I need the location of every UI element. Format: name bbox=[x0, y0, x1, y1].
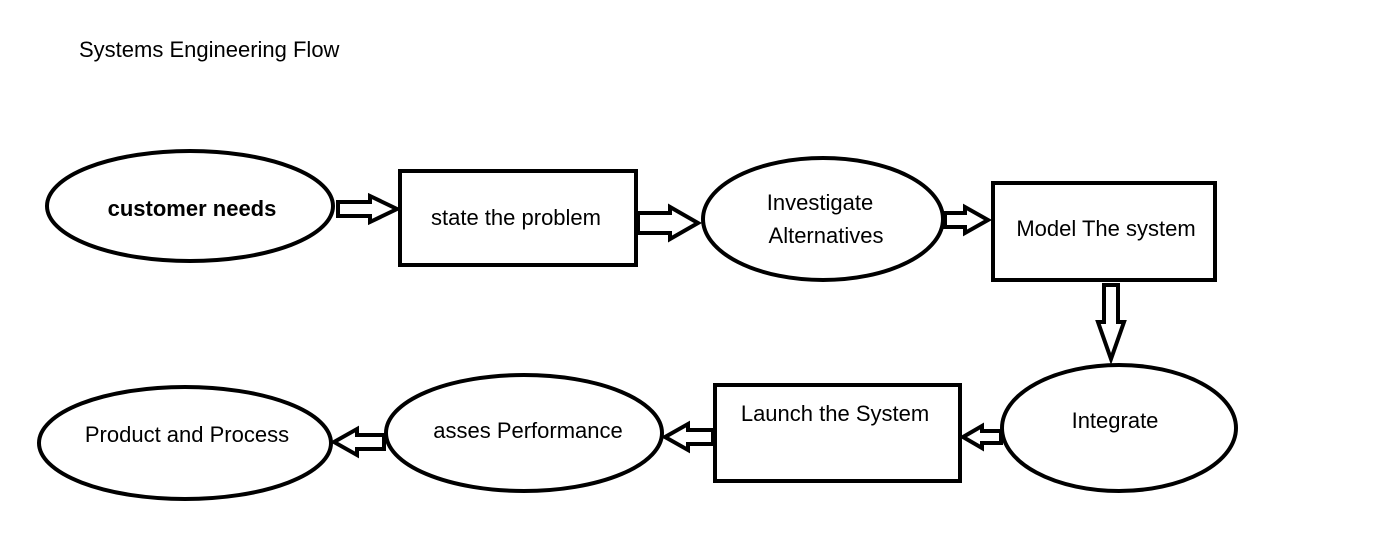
launch-system-box bbox=[713, 383, 962, 483]
node-launch-the-system: Launch the System bbox=[713, 383, 962, 483]
arrow-launch-to-assess bbox=[660, 420, 715, 454]
arrow-model-to-integrate bbox=[1095, 283, 1127, 366]
node-model-the-system: Model The system bbox=[991, 181, 1217, 282]
model-system-box bbox=[991, 181, 1217, 282]
investigate-label-line2: Alternatives bbox=[769, 223, 884, 248]
node-product-and-process: Product and Process bbox=[37, 385, 333, 501]
customer-needs-ellipse bbox=[45, 149, 335, 263]
arrow-investigate-to-model bbox=[943, 203, 993, 237]
node-state-the-problem: state the problem bbox=[398, 169, 638, 267]
node-investigate-alternatives: Investigate Alternatives bbox=[701, 156, 945, 282]
integrate-label: Integrate bbox=[1072, 408, 1159, 433]
state-problem-box bbox=[398, 169, 638, 267]
investigate-ellipse bbox=[701, 156, 945, 282]
launch-system-label: Launch the System bbox=[741, 401, 929, 426]
node-customer-needs: customer needs bbox=[45, 149, 335, 263]
model-system-label: Model The system bbox=[1016, 216, 1195, 241]
arrow-integrate-to-launch bbox=[959, 422, 1003, 452]
arrow-assess-to-product bbox=[329, 425, 386, 459]
node-integrate: Integrate bbox=[1000, 363, 1238, 493]
diagram-title: Systems Engineering Flow bbox=[79, 37, 340, 62]
arrow-problem-to-investigate bbox=[636, 203, 703, 243]
asses-performance-label: asses Performance bbox=[433, 418, 623, 443]
product-process-ellipse bbox=[37, 385, 333, 501]
customer-needs-label: customer needs bbox=[108, 196, 277, 221]
state-problem-label: state the problem bbox=[431, 205, 601, 230]
integrate-ellipse bbox=[1000, 363, 1238, 493]
arrow-needs-to-problem bbox=[336, 192, 402, 226]
product-process-label: Product and Process bbox=[85, 422, 289, 447]
investigate-label-line1: Investigate bbox=[767, 190, 873, 215]
node-asses-performance: asses Performance bbox=[384, 373, 664, 493]
